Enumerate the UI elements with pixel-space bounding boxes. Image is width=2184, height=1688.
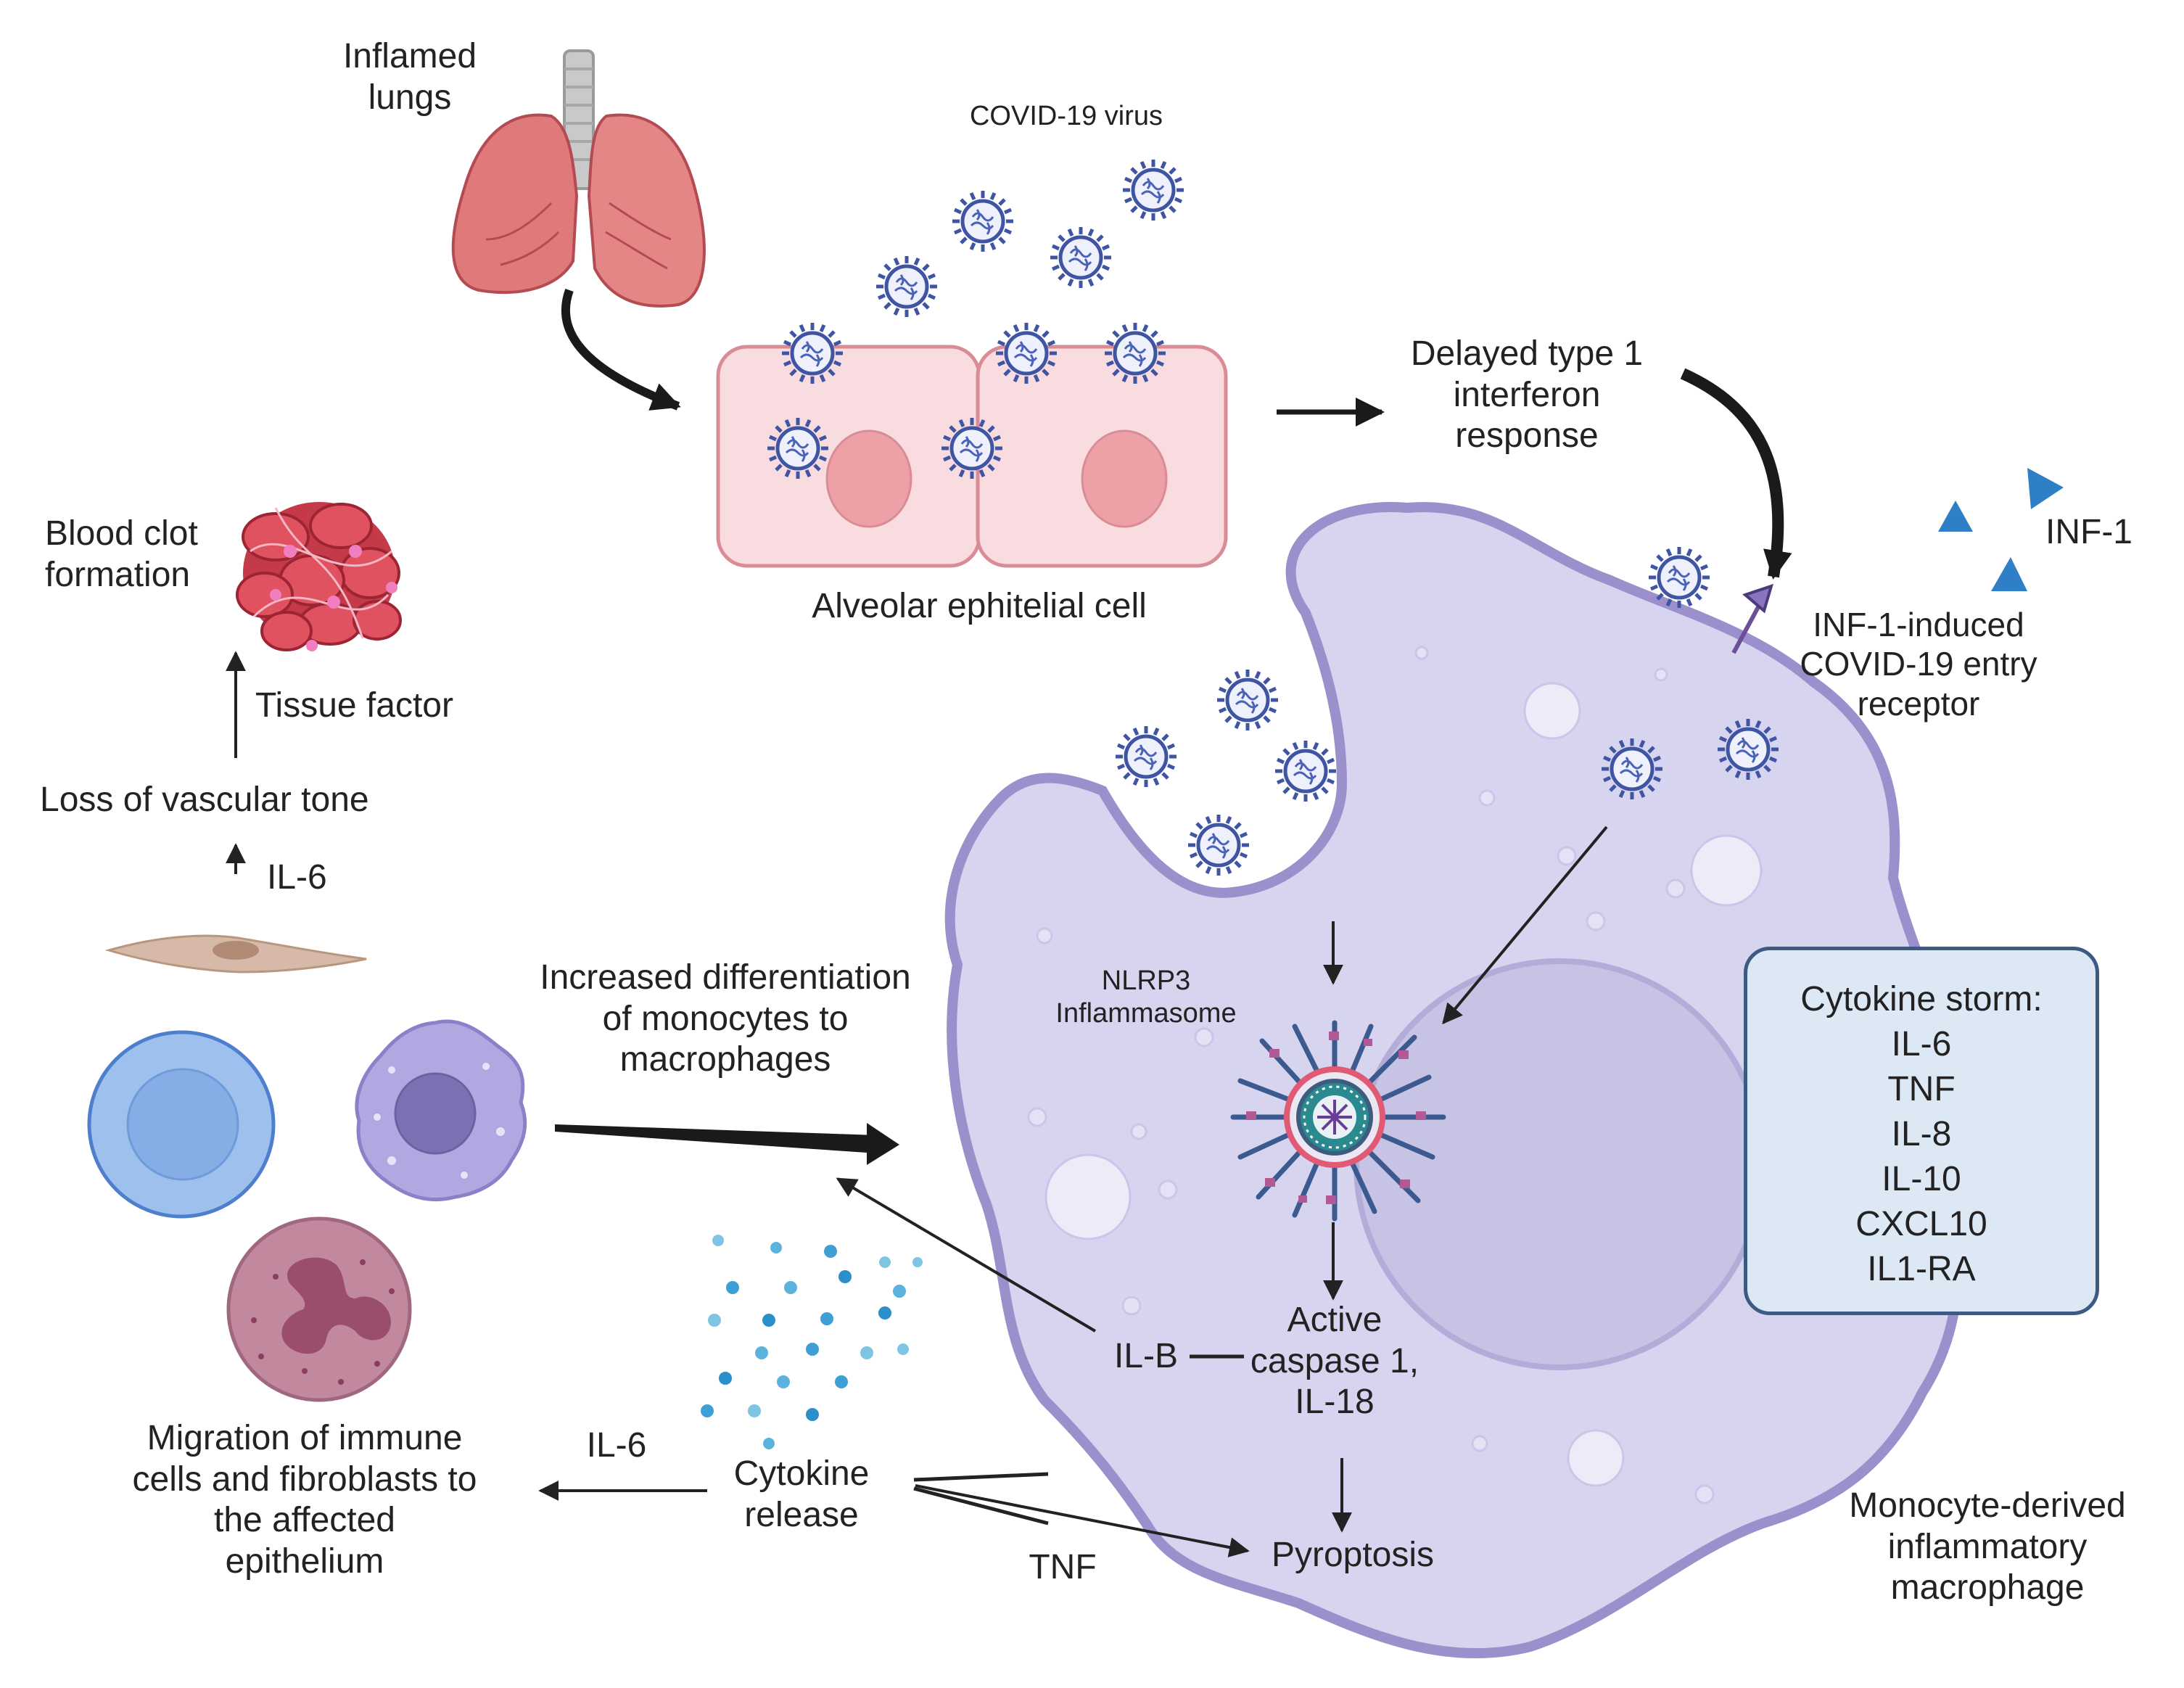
delayed-response-label: Delayed type 1 interferon response — [1410, 334, 1644, 456]
blood-clot-label: Blood clot formation — [45, 514, 198, 594]
fibroblast-nucleus — [213, 941, 259, 960]
cytokine-dots — [701, 1235, 923, 1449]
caspase-label: Active caspase 1, IL-18 — [1250, 1301, 1419, 1422]
lungs-icon — [451, 49, 706, 308]
nlrp3-inflammasome-icon — [1230, 1020, 1446, 1222]
loss-vascular-label: Loss of vascular tone — [40, 781, 369, 819]
blood-clot-icon — [236, 502, 402, 651]
inf1-label: INF-1 — [2045, 513, 2133, 551]
cytokine-item: IL-6 — [1891, 1025, 1952, 1063]
receptor-label: INF-1-induced COVID-19 entry receptor — [1800, 606, 2037, 722]
tissue-factor-label: Tissue factor — [255, 686, 453, 725]
lymphocyte-nucleus — [126, 1068, 239, 1181]
alveolar-nucleus-right — [1081, 429, 1168, 528]
pyroptosis-label: Pyroptosis — [1271, 1536, 1435, 1574]
cytokine-item: IL-8 — [1891, 1115, 1952, 1153]
differentiation-label: Increased differentiation of monocytes t… — [540, 958, 911, 1079]
cytokine-item: IL-10 — [1882, 1160, 1961, 1198]
tnf-label: TNF — [1029, 1548, 1097, 1586]
arrows — [226, 288, 1792, 1557]
entry-receptor-icon — [1731, 583, 1773, 654]
cytokine-item: TNF — [1887, 1070, 1956, 1108]
ilb-label: IL-B — [1113, 1337, 1179, 1375]
cytokine-item: CXCL10 — [1855, 1205, 1987, 1243]
neutrophil-nucleus — [281, 1257, 391, 1354]
alveolar-label: Alveolar ephitelial cell — [812, 587, 1147, 625]
virus-label: COVID-19 virus — [969, 101, 1163, 131]
monocyte-nucleus — [394, 1072, 477, 1155]
cytokine-item: IL1-RA — [1867, 1250, 1976, 1288]
inf1-icon — [1938, 468, 2064, 591]
monocyte-granules — [374, 1063, 505, 1179]
macrophage-label: Monocyte-derived inflammatory macrophage — [1849, 1486, 2126, 1607]
il6-upper-label: IL-6 — [267, 858, 327, 897]
alveolar-nucleus-left — [825, 429, 912, 528]
cytokine-storm-title: Cytokine storm: — [1800, 980, 2043, 1018]
nlrp3-label: NLRP3 Inflammasome — [1055, 966, 1237, 1029]
il6-lower-label: IL-6 — [586, 1426, 647, 1465]
inflamed-lungs-label: Inflamed lungs — [342, 37, 477, 117]
migration-label: Migration of immune cells and fibroblast… — [132, 1419, 477, 1581]
neutrophil-granules — [251, 1259, 395, 1385]
cytokine-storm-box: Cytokine storm: IL-6 TNF IL-8 IL-10 CXCL… — [1744, 947, 2099, 1315]
cytokine-release-label: Cytokine release — [733, 1454, 870, 1534]
